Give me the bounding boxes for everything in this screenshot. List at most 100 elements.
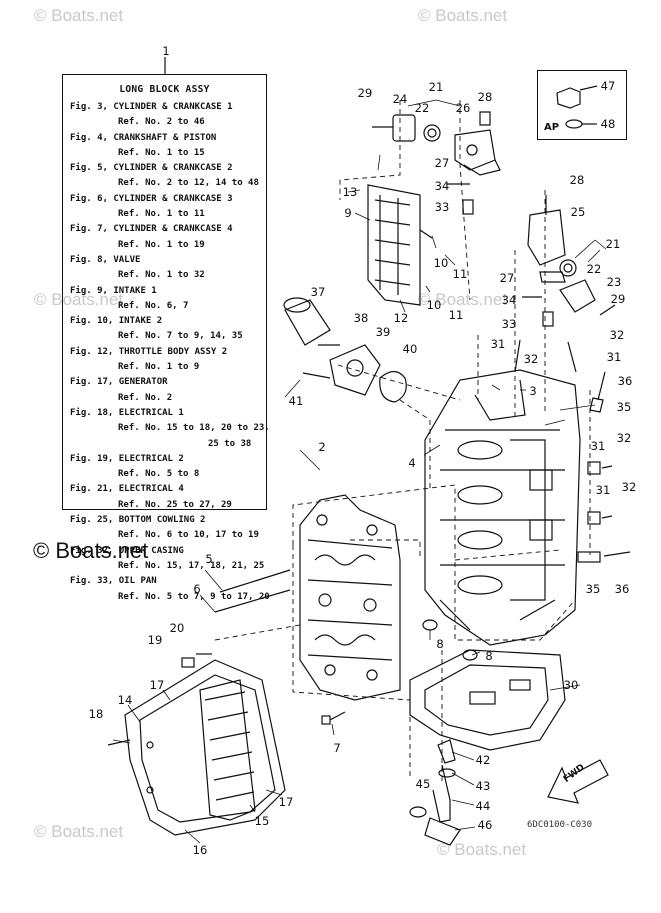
part-number-8: 8 [436,637,444,651]
part-number-4: 4 [408,456,416,470]
part-number-23: 23 [606,275,622,289]
part-number-11: 11 [452,267,468,281]
water-jacket-cover [107,653,286,836]
part-number-39: 39 [375,325,391,339]
part-number-12: 12 [393,311,409,325]
part-number-36: 36 [617,374,633,388]
part-number-20: 20 [169,621,185,635]
legend-ref-entry: Ref. No. 2 [118,392,173,403]
watermark: © Boats.net [437,840,527,859]
part-number-17: 17 [149,678,165,692]
legend-ref-entry: Ref. No. 1 to 19 [118,239,205,250]
part-number-3: 3 [529,384,537,398]
part-number-29: 29 [357,86,373,100]
watermark-logo: © Boats.net [33,538,149,563]
part-number-6: 6 [193,582,201,596]
part-number-24: 24 [392,92,408,106]
legend-fig-entry: Fig. 18, ELECTRICAL 1 [70,407,184,418]
part-number-26: 26 [455,101,471,115]
legend-callout-number: 1 [162,44,170,58]
part-number-21: 21 [605,237,621,251]
thermostat-housing-top [372,111,501,215]
part-number-31: 31 [490,337,506,351]
part-number-32: 32 [621,480,637,494]
part-number-38: 38 [353,311,369,325]
part-number-29: 29 [610,292,626,306]
part-number-36: 36 [614,582,630,596]
part-number-9: 9 [344,206,352,220]
legend-ref-entry: Ref. No. 1 to 15 [118,147,205,158]
part-number-32: 32 [609,328,625,342]
part-number-22: 22 [414,101,430,115]
exhaust-cover [367,184,433,306]
legend-ref-entry: Ref. No. 2 to 12, 14 to 48 [118,178,259,189]
part-number-33: 33 [434,200,450,214]
part-number-41: 41 [288,394,304,408]
legend-fig-entry: Fig. 21, ELECTRICAL 4 [70,484,184,495]
legend-ref-entry: Ref. No. 6, 7 [118,300,189,311]
part-number-34: 34 [434,179,450,193]
legend-ref-entry: Ref. No. 15 to 18, 20 to 23, [118,423,270,434]
part-number-8: 8 [485,649,493,663]
legend-ref-entry: Ref. No. 15, 17, 18, 21, 25 [118,560,265,571]
part-number-10: 10 [433,256,449,270]
legend-fig-entry: Fig. 19, ELECTRICAL 2 [70,453,184,464]
part-number-11: 11 [448,308,464,322]
legend-ref-entry: Ref. No. 2 to 46 [118,117,205,128]
legend-title: LONG BLOCK ASSY [119,84,210,95]
legend-ref-entry: Ref. No. 1 to 11 [118,209,205,220]
part-number-19: 19 [147,633,163,647]
part-number-28: 28 [477,90,493,104]
legend-ref-entry: Ref. No. 7 to 9, 14, 35 [118,331,243,342]
part-number-35: 35 [585,582,601,596]
legend-fig-entry: Fig. 8, VALVE [70,254,141,265]
part-number-16: 16 [192,843,208,857]
part-number-46: 46 [477,818,493,832]
legend-ref-entry: Ref. No. 25 to 27, 29 [118,499,232,510]
part-number-37: 37 [310,285,326,299]
part-number-44: 44 [475,799,491,813]
legend-ref-entry: 25 to 38 [208,438,252,449]
legend-box: LONG BLOCK ASSY Fig. 3, CYLINDER & CRANK… [62,74,270,602]
part-number-27: 27 [499,271,515,285]
part-number-31: 31 [590,439,606,453]
cylinder-block [424,369,581,646]
legend-fig-entry: Fig. 10, INTAKE 2 [70,316,163,327]
legend-ref-entry: Ref. No. 1 to 32 [118,270,205,281]
legend-ref-entry: Ref. No. 5 to 8 [118,469,200,480]
watermark: © Boats.net [34,822,124,841]
legend-list: Fig. 3, CYLINDER & CRANKCASE 1 Ref. No. 2… [63,100,270,605]
part-number-45: 45 [415,777,431,791]
watermark: © Boats.net [418,6,508,25]
oil-pan-gasket [409,649,566,751]
part-number-33: 33 [501,317,517,331]
part-number-21: 21 [428,80,444,94]
part-number-32: 32 [523,352,539,366]
legend-fig-entry: Fig. 4, CRANKSHAFT & PISTON [70,132,217,143]
part-number-22: 22 [586,262,602,276]
part-number-13: 13 [342,185,358,199]
part-number-40: 40 [402,342,418,356]
part-number-32: 32 [616,431,632,445]
legend-fig-entry: Fig. 25, BOTTOM COWLING 2 [70,515,206,526]
legend-fig-entry: Fig. 3, CYLINDER & CRANKCASE 1 [70,102,233,112]
part-number-5: 5 [205,552,213,566]
oil-filter [283,297,407,403]
part-number-10: 10 [426,298,442,312]
part-number-30: 30 [563,678,579,692]
legend-fig-entry: Fig. 6, CYLINDER & CRANKCASE 3 [70,193,233,204]
legend-fig-entry: Fig. 17, GENERATOR [70,377,168,388]
part-number-27: 27 [434,156,450,170]
part-number-18: 18 [88,707,104,721]
part-number-15: 15 [254,814,270,828]
part-number-35: 35 [616,400,632,414]
part-number-28: 28 [569,173,585,187]
part-number-2: 2 [318,440,326,454]
thermostat-housing-right [522,195,616,327]
part-number-17: 17 [278,795,294,809]
legend-fig-entry: Fig. 5, CYLINDER & CRANKCASE 2 [70,163,233,174]
ap-box-parts [556,85,598,129]
ap-label: AP [544,122,560,133]
